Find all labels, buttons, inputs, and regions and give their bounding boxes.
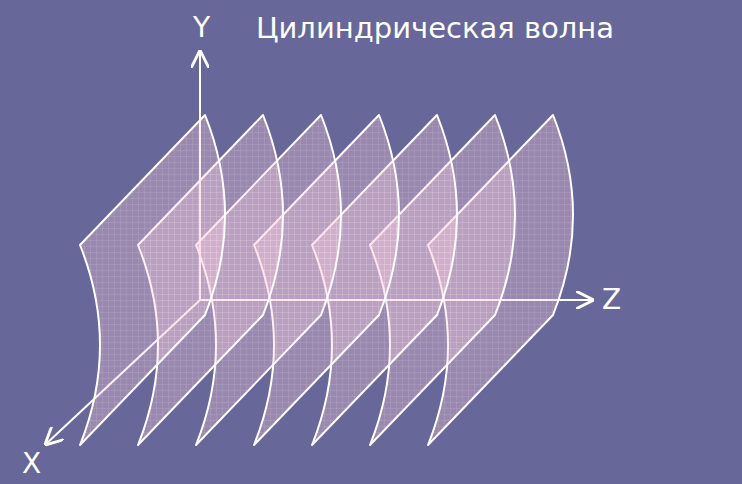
title: Цилиндрическая волна xyxy=(256,14,614,43)
wave-front xyxy=(80,115,225,445)
wave-front-fill xyxy=(80,115,225,445)
wave-front-outline xyxy=(80,115,225,445)
axes xyxy=(46,52,592,444)
wave-fronts xyxy=(80,115,573,445)
axis-label: Z xyxy=(602,286,621,314)
axis-label: X xyxy=(22,450,41,478)
axis-label: Y xyxy=(193,14,210,42)
